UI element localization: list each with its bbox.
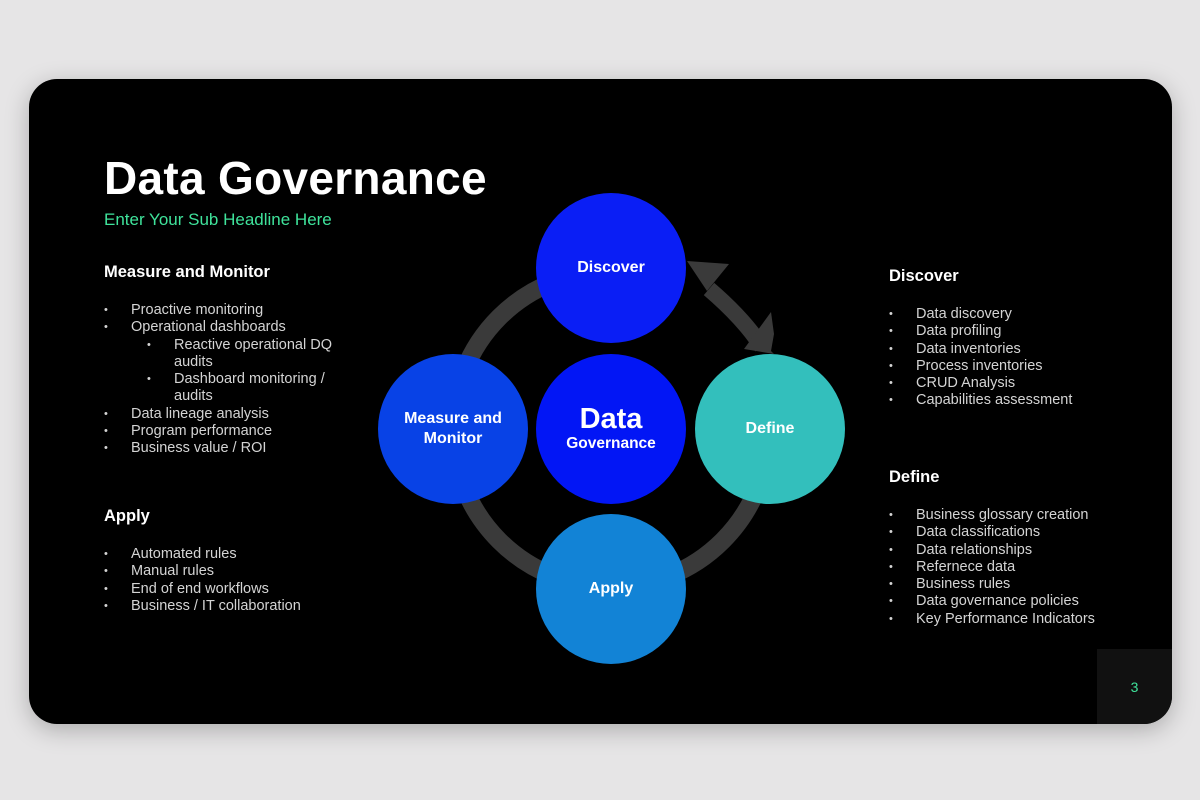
double-arrow-icon bbox=[687, 261, 774, 354]
section-measure-monitor: Measure and Monitor Proactive monitoring… bbox=[104, 263, 344, 458]
list-item: Business rules bbox=[889, 576, 1095, 594]
list-item-sub: Dashboard monitoring / audits bbox=[104, 371, 344, 406]
page-number-text: 3 bbox=[1130, 678, 1139, 695]
node-measure-monitor[interactable]: Measure and Monitor bbox=[378, 354, 528, 504]
page-number: 3 bbox=[1097, 649, 1172, 724]
list-item: Operational dashboards bbox=[104, 319, 344, 337]
sub-headline: Enter Your Sub Headline Here bbox=[104, 210, 332, 229]
bullet-list: Data discovery Data profiling Data inven… bbox=[889, 306, 1072, 410]
node-label-line2: Monitor bbox=[423, 430, 483, 447]
list-item: Automated rules bbox=[104, 546, 301, 564]
list-item: Refernece data bbox=[889, 559, 1095, 577]
list-item: Data classifications bbox=[889, 524, 1095, 542]
center-label-line1: Data bbox=[579, 403, 643, 435]
node-discover[interactable]: Discover bbox=[536, 193, 686, 343]
bullet-list: Automated rules Manual rules End of end … bbox=[104, 546, 301, 615]
list-item: Key Performance Indicators bbox=[889, 611, 1095, 629]
section-heading: Apply bbox=[104, 507, 150, 525]
list-item-sub: Reactive operational DQ audits bbox=[104, 337, 344, 372]
node-data-governance-center[interactable]: Data Governance bbox=[536, 354, 686, 504]
node-label-line1: Measure and bbox=[404, 410, 502, 427]
list-item: Process inventories bbox=[889, 358, 1072, 376]
node-label: Define bbox=[745, 420, 795, 437]
list-item: Data discovery bbox=[889, 306, 1072, 324]
list-item: Data lineage analysis bbox=[104, 406, 344, 424]
node-label: Apply bbox=[588, 580, 634, 597]
list-item: Data inventories bbox=[889, 341, 1072, 359]
list-item: Capabilities assessment bbox=[889, 392, 1072, 410]
slide: Data Governance Enter Your Sub Headline … bbox=[29, 79, 1172, 724]
section-apply: Apply Automated rules Manual rules End o… bbox=[104, 507, 301, 615]
node-label: Discover bbox=[577, 259, 645, 276]
list-item: Program performance bbox=[104, 423, 344, 441]
list-item: Data profiling bbox=[889, 323, 1072, 341]
node-define[interactable]: Define bbox=[695, 354, 845, 504]
section-discover: Discover Data discovery Data profiling D… bbox=[889, 267, 1072, 410]
bullet-list: Business glossary creation Data classifi… bbox=[889, 507, 1095, 628]
page-title: Data Governance bbox=[104, 152, 487, 204]
list-item: Data governance policies bbox=[889, 593, 1095, 611]
list-item: Manual rules bbox=[104, 563, 301, 581]
bullet-list: Proactive monitoring Operational dashboa… bbox=[104, 302, 344, 458]
section-heading: Discover bbox=[889, 267, 959, 285]
center-label-line2: Governance bbox=[566, 435, 656, 452]
list-item: Proactive monitoring bbox=[104, 302, 344, 320]
list-item: Business glossary creation bbox=[889, 507, 1095, 525]
section-heading: Define bbox=[889, 468, 940, 486]
list-item: Business / IT collaboration bbox=[104, 598, 301, 616]
list-item: CRUD Analysis bbox=[889, 375, 1072, 393]
section-define: Define Business glossary creation Data c… bbox=[889, 468, 1095, 628]
section-heading: Measure and Monitor bbox=[104, 263, 270, 281]
list-item: Data relationships bbox=[889, 542, 1095, 560]
node-apply[interactable]: Apply bbox=[536, 514, 686, 664]
cycle-diagram: Discover Measure and Monitor Data Govern… bbox=[29, 79, 1172, 724]
list-item: End of end workflows bbox=[104, 581, 301, 599]
list-item: Business value / ROI bbox=[104, 440, 344, 458]
